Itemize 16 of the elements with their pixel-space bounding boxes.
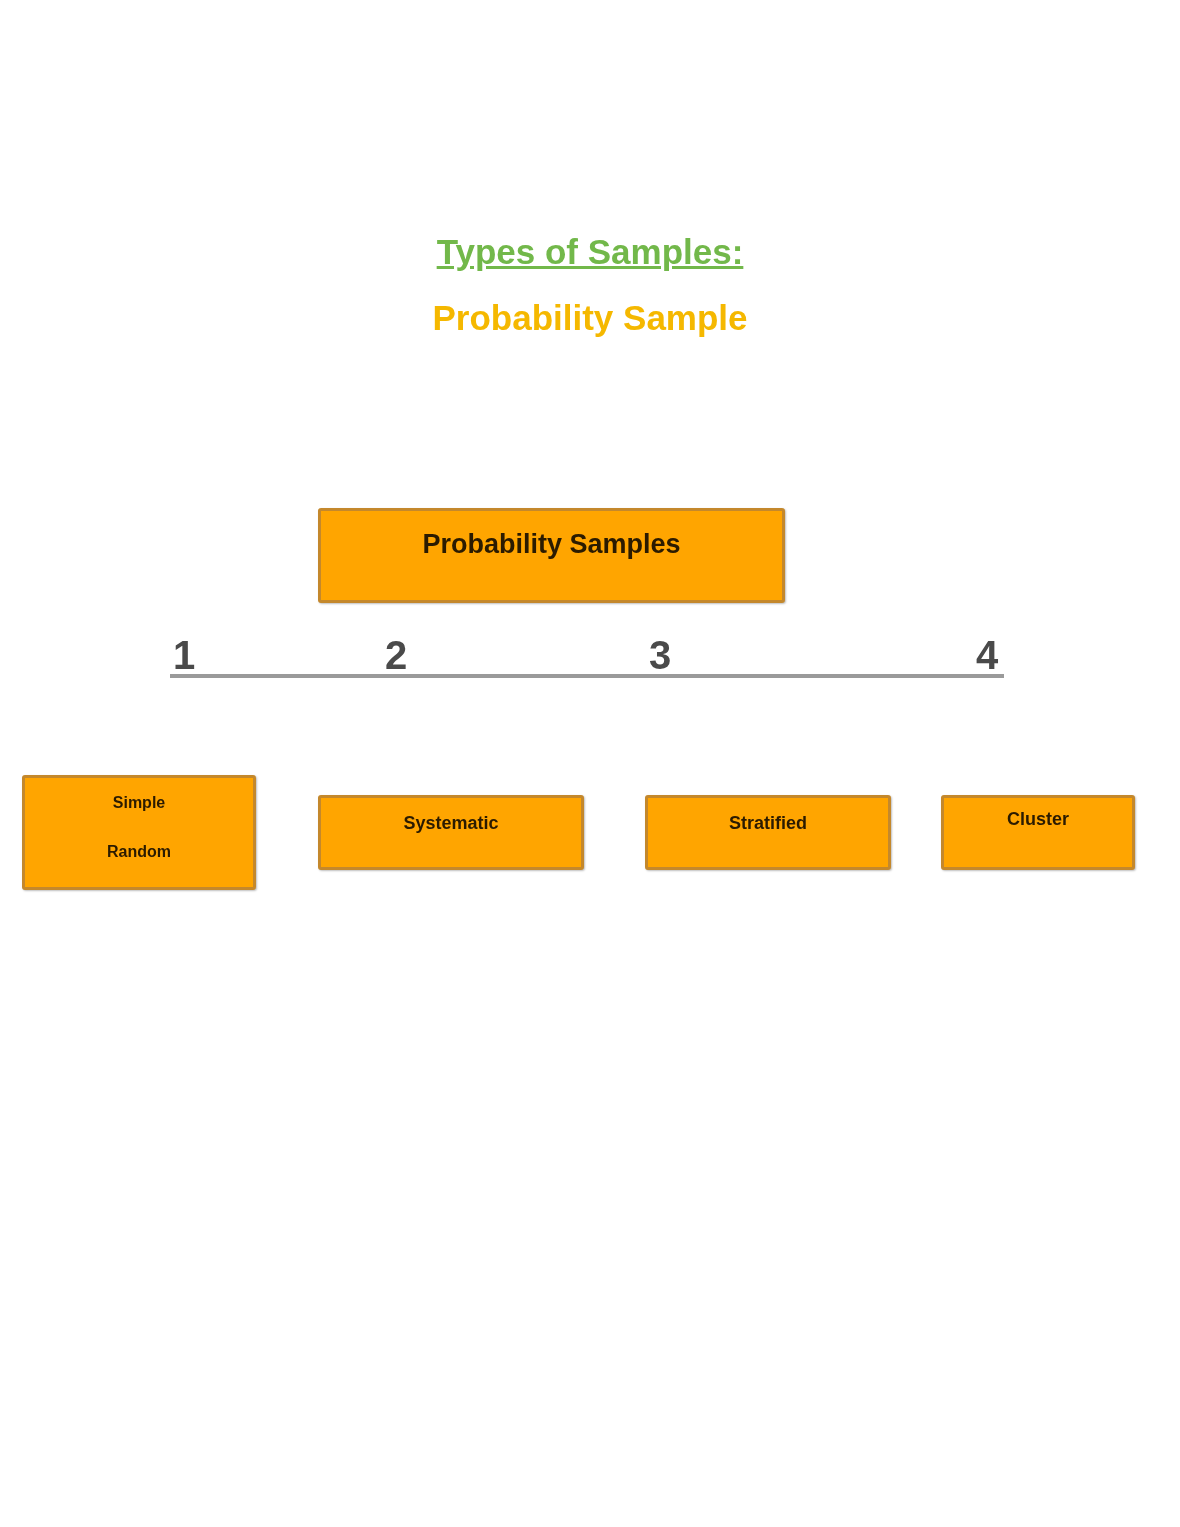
category-box (645, 795, 891, 870)
category-label: Simple Random (106, 793, 172, 862)
callout-number: 3 (648, 633, 672, 677)
category-box (318, 508, 785, 603)
diagram-title: Types of Samples: (436, 231, 744, 273)
category-box (318, 795, 584, 870)
callout-number: 4 (975, 633, 999, 677)
category-box (22, 775, 256, 890)
category-label: Cluster (1006, 808, 1070, 831)
callout-number: 1 (172, 633, 196, 677)
subtitle-text: Probability Sample (432, 297, 748, 339)
category-label: Systematic (402, 812, 500, 835)
callout-number: 2 (384, 633, 408, 677)
category-label: Probability Samples (421, 528, 682, 561)
category-box (941, 795, 1135, 870)
category-label: Stratified (728, 812, 808, 835)
